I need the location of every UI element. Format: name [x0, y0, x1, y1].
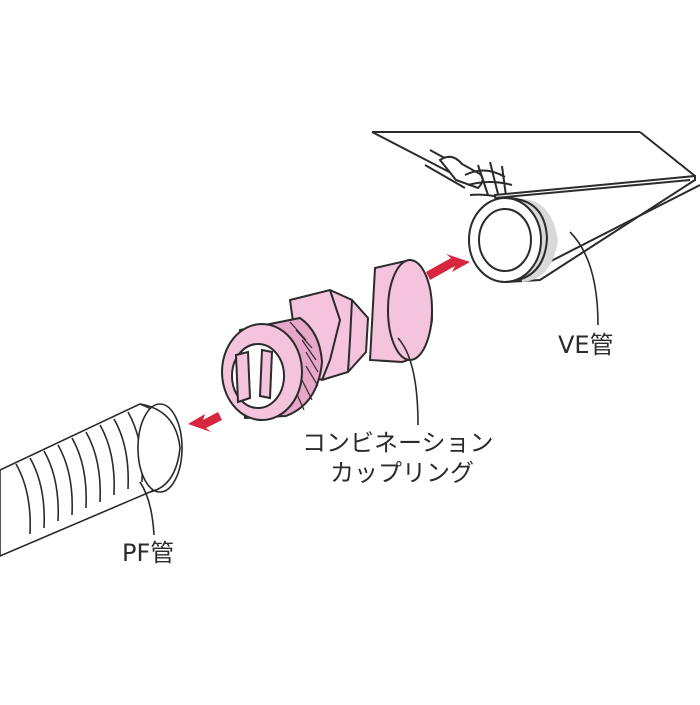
leader-lines: [139, 231, 599, 536]
ve-pipe-label: VE管: [558, 331, 614, 359]
arrow-pf-to-coupling: [188, 412, 222, 432]
ve-pipe: [371, 131, 700, 284]
leader-pf: [139, 481, 155, 536]
combination-coupling-label-line2: カップリング: [330, 459, 474, 487]
leader-ve: [569, 231, 599, 326]
leader-coupling: [397, 337, 419, 426]
combination-coupling-label-line1: コンビネーション: [302, 429, 494, 457]
arrow-ve-to-coupling: [426, 254, 470, 280]
pf-pipe: [0, 403, 183, 557]
combination-coupling: [221, 258, 434, 421]
pf-pipe-label: PF管: [122, 539, 175, 567]
combination-coupling-label: コンビネーション カップリング: [302, 428, 494, 488]
